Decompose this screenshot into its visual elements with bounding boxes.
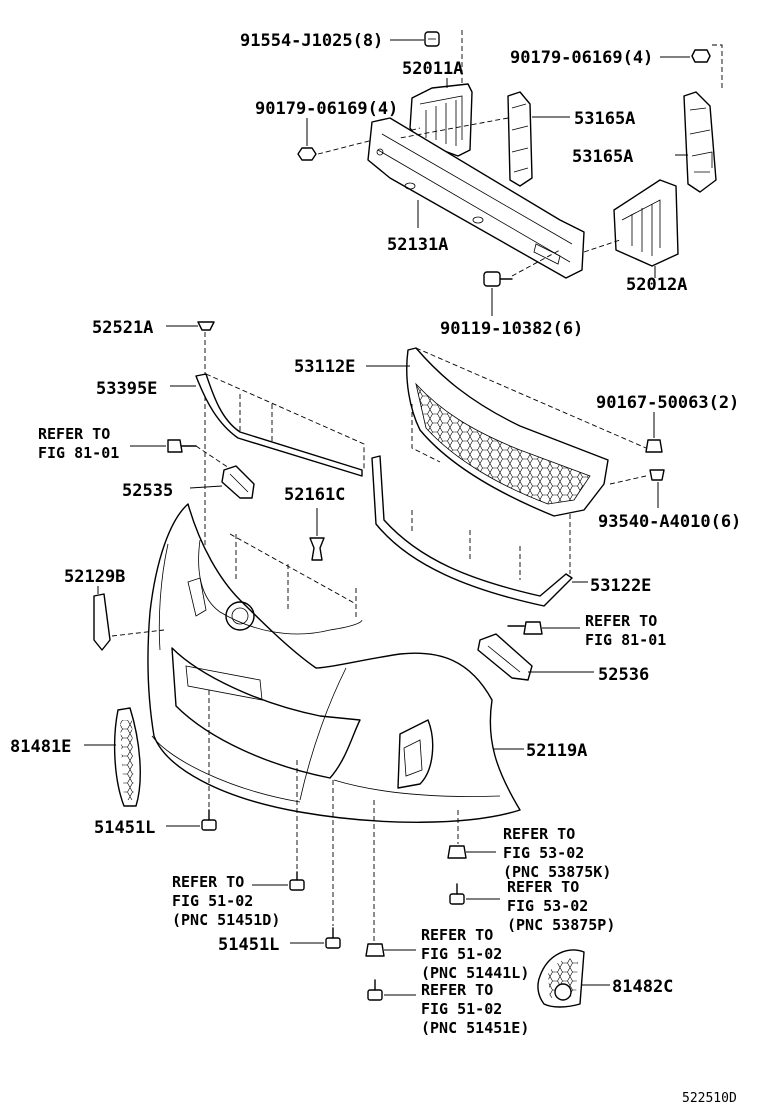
fog-cover-81481e xyxy=(113,707,141,807)
side-support-53165a-right xyxy=(683,91,717,193)
screw-90167-icon xyxy=(645,439,663,453)
label-90167: 90167-50063(2) xyxy=(596,393,739,413)
refer-81-01-right-l2: FIG 81-01 xyxy=(585,631,666,649)
refer-51451d-l3: (PNC 51451D) xyxy=(172,911,280,929)
refer-53875k-l2: FIG 53-02 xyxy=(503,844,584,862)
label-52012a: 52012A xyxy=(626,275,687,295)
clip-refer-51441l-icon xyxy=(365,943,385,957)
label-91554: 91554-J1025(8) xyxy=(240,31,383,51)
label-52521a: 52521A xyxy=(92,318,153,338)
figure-code: 522510D xyxy=(682,1091,737,1106)
refer-51451e-l2: FIG 51-02 xyxy=(421,1000,502,1018)
retainer-bracket-52011a xyxy=(409,83,473,157)
refer-51441l-l2: FIG 51-02 xyxy=(421,945,502,963)
grille-group xyxy=(130,321,665,620)
part-labels: 91554-J1025(8) 52011A 90179-06169(4) 901… xyxy=(10,31,741,997)
refer-51451d-l1: REFER TO xyxy=(172,873,244,891)
moulding-53395e xyxy=(195,373,363,477)
label-51451l-1: 51451L xyxy=(94,818,155,838)
clip-93540-icon xyxy=(649,469,665,481)
reinforcement-bar-52131a xyxy=(367,117,585,279)
refer-53875k-l3: (PNC 53875K) xyxy=(503,863,611,881)
fog-cover-81482c xyxy=(537,949,585,1008)
clip-52161c-icon xyxy=(309,537,325,561)
bolt-refer-51451e-icon xyxy=(367,979,383,1001)
refer-51451e-l3: (PNC 51451E) xyxy=(421,1019,529,1037)
label-90119: 90119-10382(6) xyxy=(440,319,583,339)
side-support-53165a-left xyxy=(507,91,533,187)
refer-53875p-l1: REFER TO xyxy=(507,878,579,896)
label-52129b: 52129B xyxy=(64,567,125,587)
label-51451l-2: 51451L xyxy=(218,935,279,955)
refer-51451d-l2: FIG 51-02 xyxy=(172,892,253,910)
bracket-52536 xyxy=(477,633,533,681)
bolt-refer-51451d-icon xyxy=(289,871,305,891)
refer-labels: REFER TO FIG 81-01 REFER TO FIG 81-01 RE… xyxy=(38,425,666,1037)
grille-53112e xyxy=(406,347,609,517)
refer-51451e-l1: REFER TO xyxy=(421,981,493,999)
label-90179-left: 90179-06169(4) xyxy=(255,99,398,119)
label-52536: 52536 xyxy=(598,665,649,685)
label-90179-top: 90179-06169(4) xyxy=(510,48,653,68)
clip-refer-53875k-icon xyxy=(447,845,467,859)
bumper-cover-52119a xyxy=(147,503,521,823)
bracket-52535 xyxy=(221,465,255,499)
refer-81-01-right-l1: REFER TO xyxy=(585,612,657,630)
refer-51441l-l1: REFER TO xyxy=(421,926,493,944)
nut-90179-icon xyxy=(691,49,711,63)
refer-53875k-l1: REFER TO xyxy=(503,825,575,843)
refer-81-01-left-l1: REFER TO xyxy=(38,425,110,443)
moulding-53122e xyxy=(371,455,573,607)
label-81482c: 81482C xyxy=(612,977,673,997)
bolt-91554-icon xyxy=(424,31,440,47)
label-52011a: 52011A xyxy=(402,59,463,79)
clip-52521a-icon xyxy=(197,321,215,331)
clip-52129b xyxy=(93,593,111,651)
label-52131a: 52131A xyxy=(387,235,448,255)
refer-81-01-left-l2: FIG 81-01 xyxy=(38,444,119,462)
label-52119a: 52119A xyxy=(526,741,587,761)
label-52535: 52535 xyxy=(122,481,173,501)
bolt-51451l-a-icon xyxy=(201,809,217,831)
label-52161c: 52161C xyxy=(284,485,345,505)
bolt-refer-81-01-right-icon xyxy=(507,621,543,635)
refer-53875p-l2: FIG 53-02 xyxy=(507,897,588,915)
upper-reinforcement-group xyxy=(297,30,723,316)
label-93540: 93540-A4010(6) xyxy=(598,512,741,532)
label-53165a-1: 53165A xyxy=(574,109,635,129)
label-53165a-2: 53165A xyxy=(572,147,633,167)
retainer-bracket-52012a xyxy=(613,179,679,267)
label-81481e: 81481E xyxy=(10,737,71,757)
refer-53875p-l3: (PNC 53875P) xyxy=(507,916,615,934)
refer-51441l-l3: (PNC 51441L) xyxy=(421,964,529,982)
bolt-51451l-b-icon xyxy=(325,927,341,949)
bolt-90119-icon xyxy=(483,271,513,287)
nut-90179-left-icon xyxy=(297,147,317,161)
label-53395e: 53395E xyxy=(96,379,157,399)
bolt-refer-81-01-left-icon xyxy=(167,439,197,453)
bolt-refer-53875p-icon xyxy=(449,883,465,905)
label-53112e: 53112E xyxy=(294,357,355,377)
label-53122e: 53122E xyxy=(590,576,651,596)
